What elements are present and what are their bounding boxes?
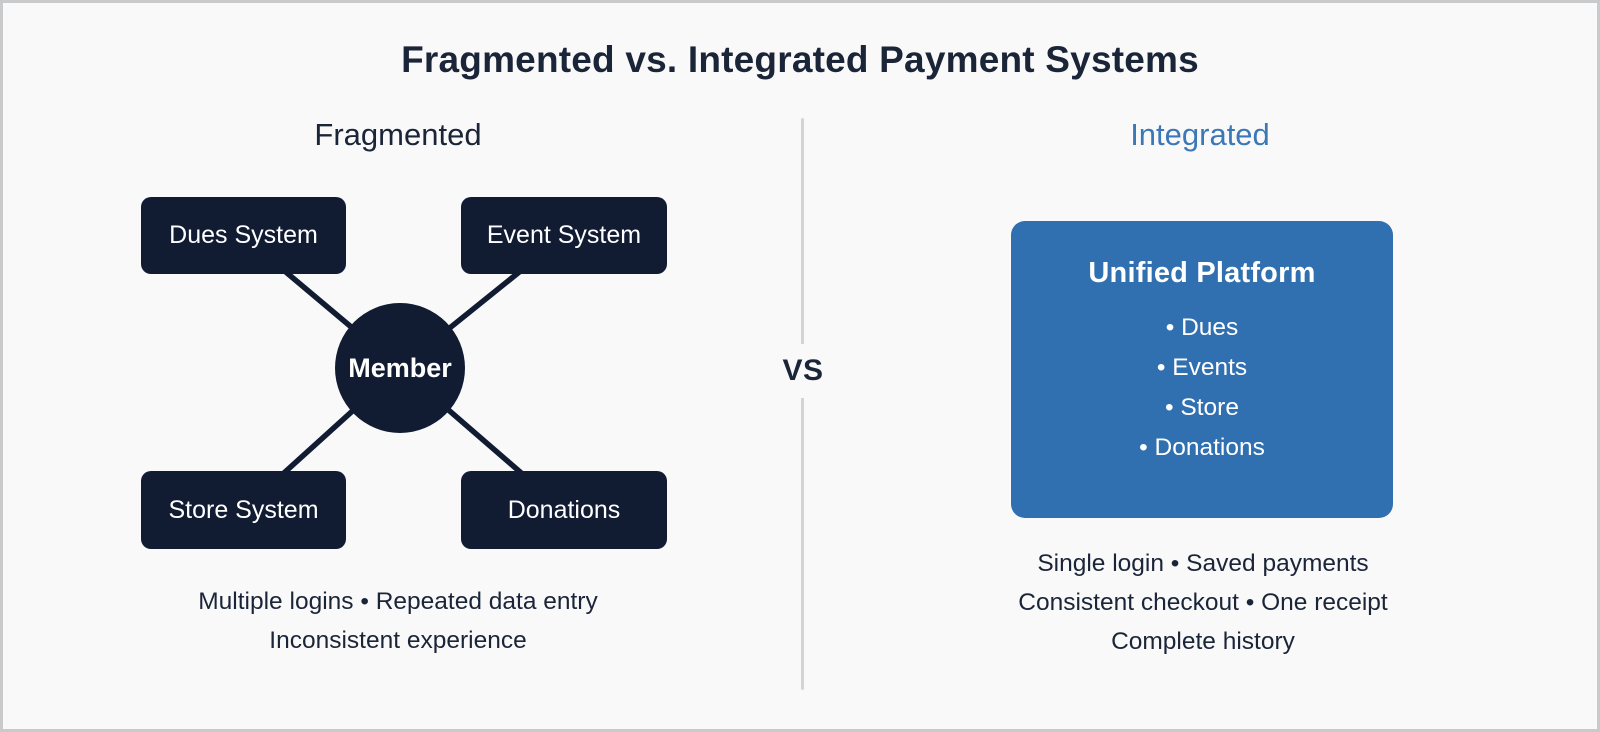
node-dues-system: Dues System: [141, 197, 346, 274]
fragmented-caption-line2: Inconsistent experience: [269, 627, 527, 654]
platform-item-store: • Store: [1165, 394, 1239, 421]
platform-item-dues: • Dues: [1165, 314, 1239, 341]
node-event-label: Event System: [486, 221, 642, 249]
member-hub-label: Member: [348, 352, 452, 383]
platform-item-events: • Events: [1156, 354, 1248, 381]
node-donations: Donations: [461, 471, 667, 549]
node-dues-label: Dues System: [169, 221, 318, 249]
unified-platform-list: • Dues • Events • Store • Donations: [1011, 308, 1393, 468]
integrated-caption-line3: Complete history: [1111, 628, 1295, 655]
integrated-heading: Integrated: [1130, 117, 1270, 152]
integrated-caption-line1: Single login • Saved payments: [1037, 550, 1369, 577]
node-donations-label: Donations: [507, 495, 621, 524]
member-hub-circle: Member: [335, 303, 465, 433]
integrated-caption: Single login • Saved payments Consistent…: [903, 544, 1503, 661]
fragmented-heading: Fragmented: [314, 117, 482, 152]
unified-platform-card: Unified Platform • Dues • Events • Store…: [1011, 221, 1393, 518]
fragmented-caption-line1: Multiple logins • Repeated data entry: [198, 588, 598, 615]
fragmented-caption: Multiple logins • Repeated data entry In…: [3, 582, 793, 660]
integrated-caption-line2: Consistent checkout • One receipt: [1018, 589, 1388, 616]
node-store-system: Store System: [141, 471, 346, 549]
node-event-system: Event System: [461, 197, 667, 274]
unified-platform-title: Unified Platform: [1088, 257, 1316, 289]
node-store-label: Store System: [168, 495, 319, 524]
page-title: Fragmented vs. Integrated Payment System…: [401, 39, 1199, 80]
center-divider: [801, 118, 804, 690]
platform-item-donations: • Donations: [1139, 434, 1265, 461]
versus-label: VS: [780, 344, 826, 398]
